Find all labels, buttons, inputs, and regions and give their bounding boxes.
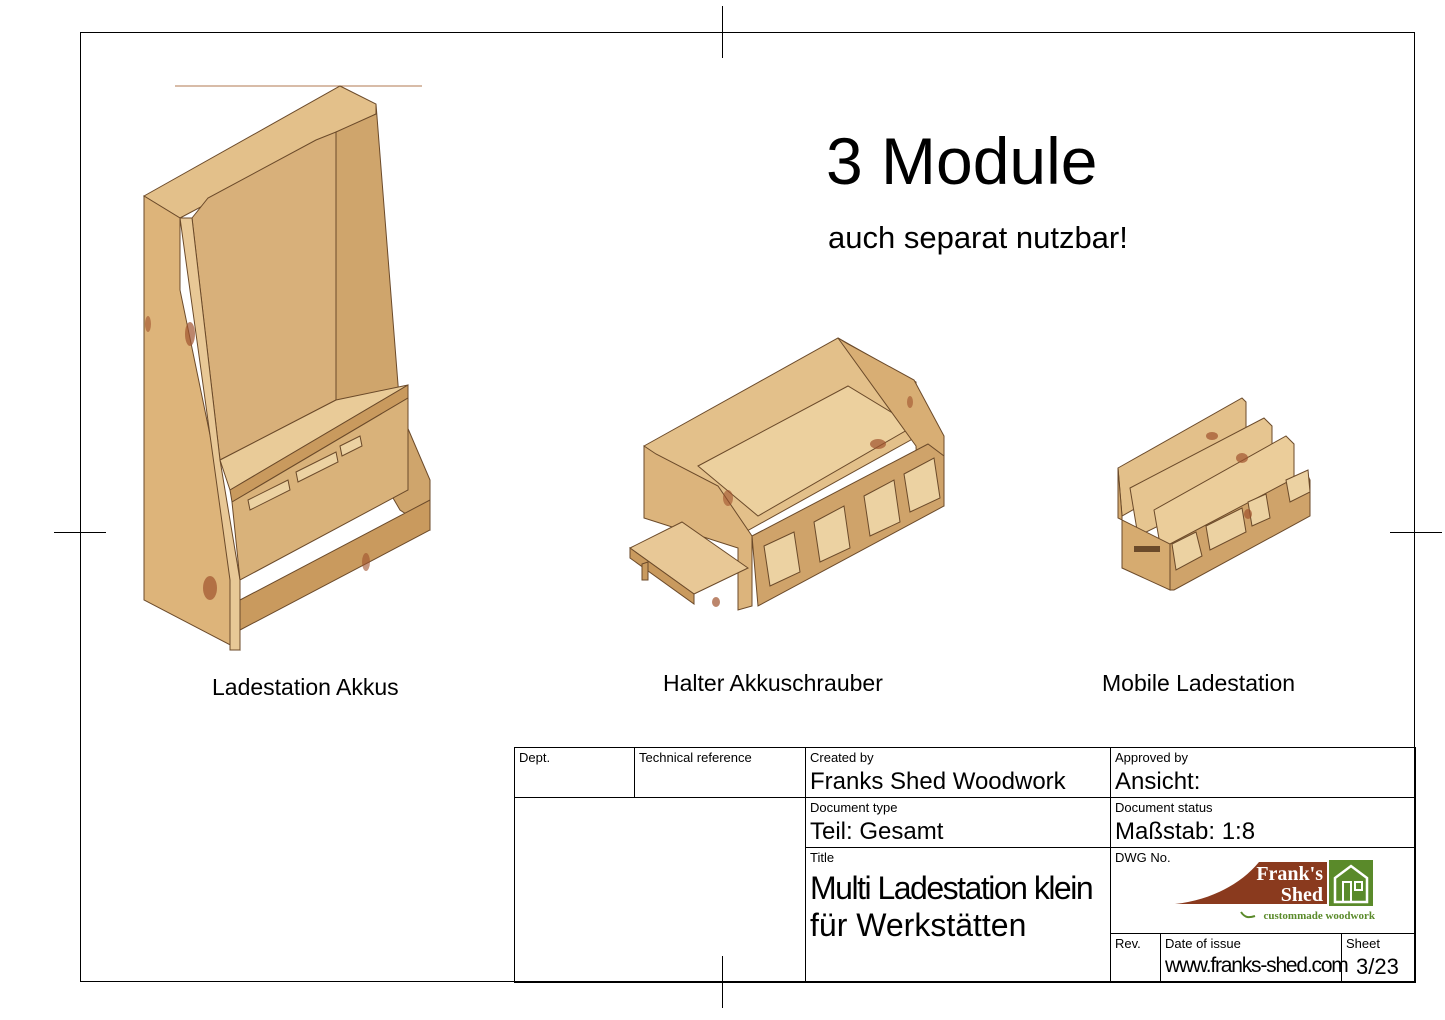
tb-doc-type-label: Document type [810, 800, 898, 815]
tb-approved-by-value: Ansicht: [1115, 768, 1201, 795]
center-mark-top [722, 6, 723, 58]
tb-sheet-label: Sheet [1346, 936, 1380, 951]
tb-title-label: Title [810, 850, 835, 865]
tb-created-by-cell: Created by Franks Shed Woodwork [805, 747, 1111, 798]
drawing-title-line2: für Werkstätten [810, 907, 1027, 943]
center-mark-left [54, 532, 106, 533]
module-illustration-ladestation-akkus [143, 85, 431, 651]
title-block: Dept. Technical reference Created by Fra… [514, 747, 1416, 983]
tb-doc-type-cell: Document type Teil: Gesamt [805, 797, 1111, 848]
franks-shed-logo: Frank's Shed custommade woodwork [1175, 860, 1376, 922]
module-label-halter-akkuschrauber: Halter Akkuschrauber [663, 670, 883, 696]
drawing-title-line1: Multi Ladestation klein [810, 870, 1094, 906]
tb-title-cell: Title Multi Ladestation klein für Werkst… [805, 847, 1111, 983]
tb-doc-status-cell: Document status Maßstab: 1:8 [1110, 797, 1416, 848]
module-label-ladestation-akkus: Ladestation Akkus [212, 674, 399, 700]
tb-rev-label: Rev. [1115, 936, 1141, 951]
tb-dept-cell: Dept. [514, 747, 635, 798]
tb-doc-status-value: Maßstab: 1:8 [1115, 818, 1256, 845]
logo-tagline: custommade woodwork [1263, 910, 1375, 922]
tb-doc-status-label: Document status [1115, 800, 1213, 815]
tb-doc-type-value: Teil: Gesamt [810, 818, 944, 845]
drawing-title: Multi Ladestation klein für Werkstätten [810, 870, 1094, 944]
page-heading: 3 Module [826, 124, 1098, 198]
drawing-frame [80, 32, 1415, 982]
tb-dept-label: Dept. [519, 750, 551, 765]
page-subheading: auch separat nutzbar! [828, 220, 1128, 255]
tb-dwg-cell: DWG No. Frank's Shed custommade woodwork [1110, 847, 1416, 934]
module-illustration-halter-akkuschrauber [629, 337, 945, 611]
tb-date-label: Date of issue [1165, 936, 1241, 951]
tb-empty-cell [514, 797, 806, 983]
module-illustration-mobile-ladestation [1117, 397, 1311, 591]
tb-sheet-value: 3/23 [1356, 954, 1399, 979]
tb-date-cell: Date of issue www.franks-shed.com [1160, 933, 1349, 983]
tb-created-by-value: Franks Shed Woodwork [810, 768, 1066, 795]
center-mark-right [1390, 532, 1442, 533]
tb-approved-by-label: Approved by [1115, 750, 1188, 765]
tb-created-by-label: Created by [810, 750, 874, 765]
logo-text-line1: Frank's [1256, 863, 1323, 885]
tb-dwg-label: DWG No. [1115, 850, 1171, 865]
tb-date-value: www.franks-shed.com [1165, 954, 1349, 977]
tb-approved-by-cell: Approved by Ansicht: [1110, 747, 1416, 798]
logo-text-line2: Shed [1281, 884, 1323, 906]
tb-sheet-cell: Sheet 3/23 [1341, 933, 1416, 983]
tb-techref-cell: Technical reference [634, 747, 806, 798]
module-label-mobile-ladestation: Mobile Ladestation [1102, 670, 1296, 696]
tb-techref-label: Technical reference [639, 750, 752, 765]
tb-rev-cell: Rev. [1110, 933, 1161, 983]
